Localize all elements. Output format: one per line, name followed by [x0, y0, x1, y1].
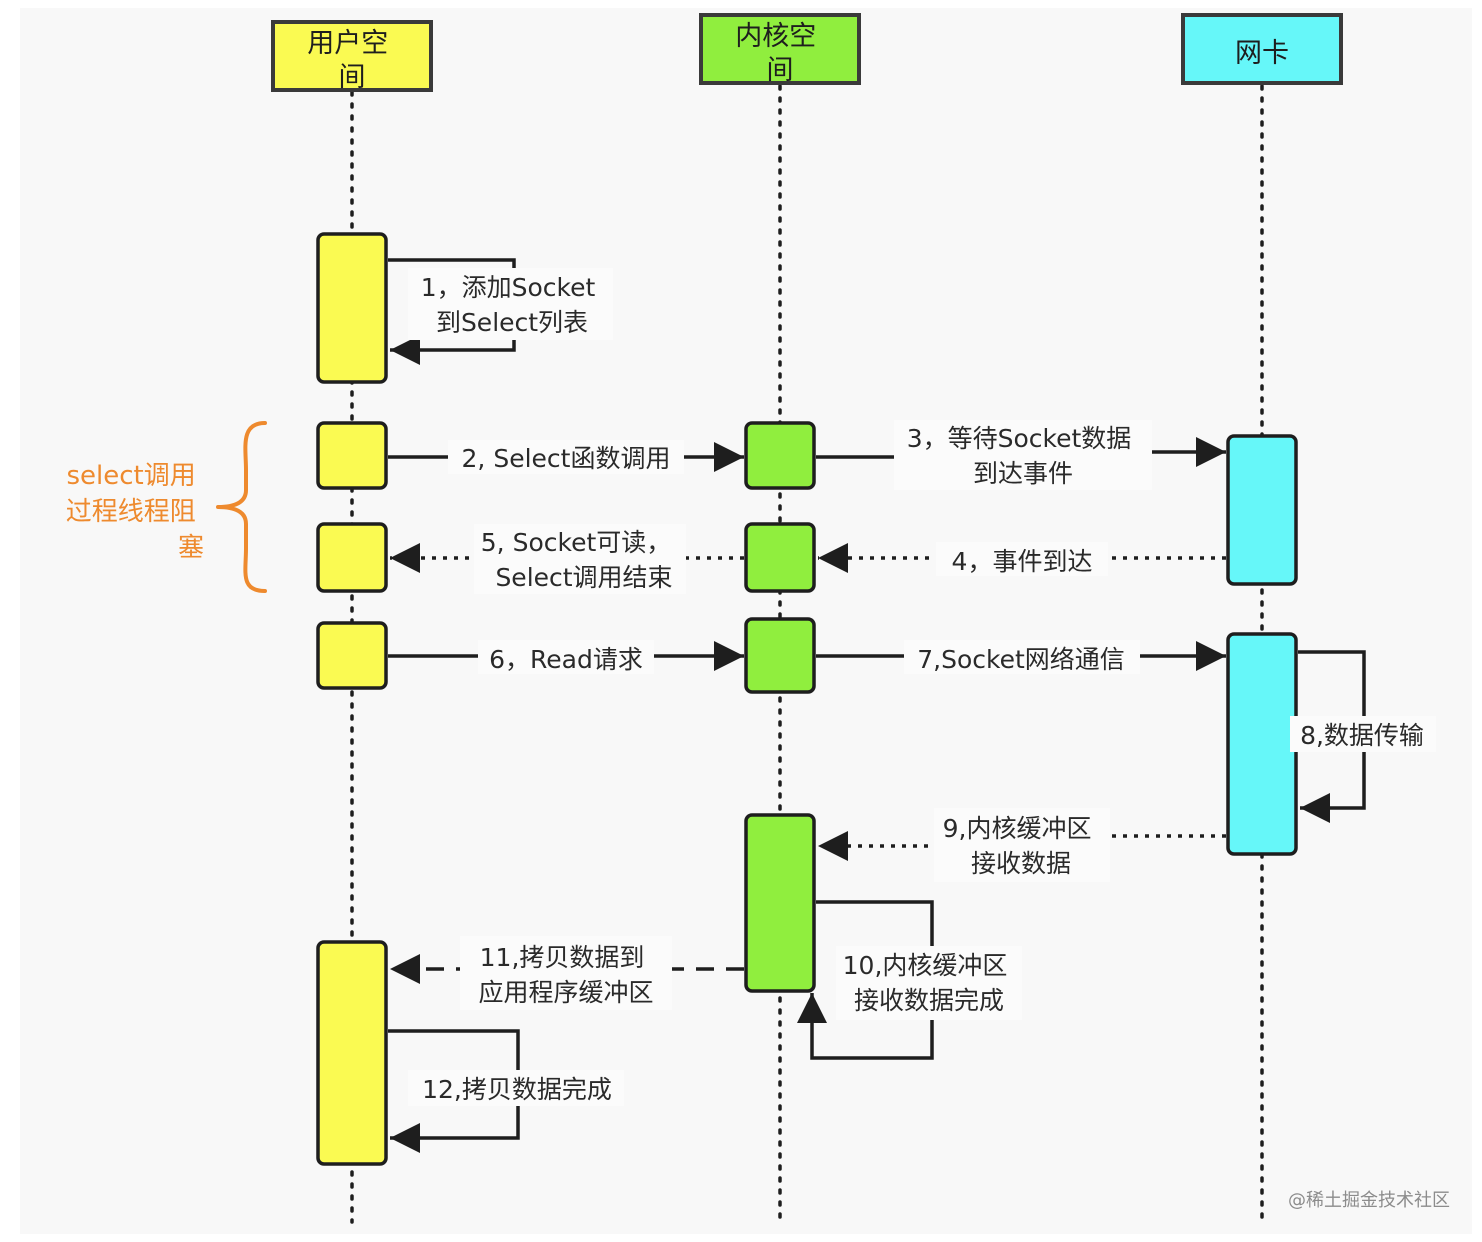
message-1-label-line: 1，添加Socket: [421, 273, 596, 302]
message-12-label: 12,拷贝数据完成: [422, 1075, 612, 1104]
participant-user-label-line: 用户空: [307, 28, 388, 59]
message-11: 11,拷贝数据到 应用程序缓冲区: [390, 936, 744, 1010]
activation-user: [316, 621, 388, 690]
message-3-label-line: 到达事件: [973, 459, 1073, 488]
participant-nic-label: 网卡: [1235, 38, 1289, 69]
activation-user: [316, 232, 388, 384]
message-10-label-line: 10,内核缓冲区: [843, 951, 1008, 980]
message-3-label-bg: [894, 420, 1152, 490]
blocking-annotation-line: 过程线程阻: [66, 497, 196, 527]
message-11-label-line: 11,拷贝数据到: [480, 943, 645, 972]
participant-kernel-label-line: 内核空: [735, 21, 816, 52]
activation-nic: [1226, 632, 1298, 856]
message-3-label-line: 3，等待Socket数据: [907, 424, 1132, 453]
message-1-label-line: 到Select列表: [436, 308, 588, 337]
message-9-label-bg: [934, 808, 1110, 882]
participant-kernel-label: 内核空 间: [735, 21, 825, 86]
message-4-label-bg: [936, 542, 1108, 576]
message-3-label: 3，等待Socket数据 到达事件: [907, 424, 1140, 488]
participant-user-label-line: 间: [339, 62, 366, 93]
blocking-annotation-line: 塞: [178, 533, 204, 563]
message-10-label-line: 接收数据完成: [854, 986, 1004, 1015]
activation-user: [316, 940, 388, 1166]
activations: [316, 232, 1298, 1166]
participant-nic-label-line: 网卡: [1235, 38, 1289, 69]
message-5-label-bg: [474, 524, 686, 594]
message-7: 7,Socket网络通信: [816, 640, 1226, 674]
message-11-label-bg: [460, 936, 672, 1010]
message-8-label: 8,数据传输: [1300, 721, 1424, 750]
blocking-annotation-label: select调用 过程线程阻 塞: [66, 461, 204, 563]
message-12: 12,拷贝数据完成: [388, 1029, 624, 1153]
participant-user-label: 用户空 间: [307, 28, 397, 93]
message-1-label-bg: [408, 268, 613, 340]
activation-user: [316, 522, 388, 593]
message-6: 6，Read请求: [388, 640, 744, 674]
blocking-annotation-line: select调用: [66, 461, 195, 491]
participant-user-box: [271, 20, 433, 92]
message-9: 9,内核缓冲区 接收数据: [818, 808, 1226, 882]
message-2-label-line: 2, Select函数调用: [462, 444, 671, 473]
message-11-label-line: 应用程序缓冲区: [478, 978, 653, 1007]
message-6-label-line: 6，Read请求: [489, 645, 643, 674]
watermark: @稀土掘金技术社区: [1288, 1190, 1450, 1211]
activation-kernel: [744, 617, 816, 694]
participant-kernel-box: [699, 13, 861, 85]
activation-user: [316, 421, 388, 490]
activation-nic: [1226, 434, 1298, 586]
message-8-label-line: 8,数据传输: [1300, 721, 1424, 750]
message-9-label-line: 接收数据: [971, 849, 1071, 878]
message-4-label-line: 4，事件到达: [952, 547, 1093, 576]
message-11-label: 11,拷贝数据到 应用程序缓冲区: [478, 943, 653, 1007]
message-5-label: 5, Socket可读， Select调用结束: [481, 528, 679, 592]
message-1-label: 1，添加Socket 到Select列表: [421, 273, 604, 337]
message-9-label-line: 9,内核缓冲区: [943, 814, 1092, 843]
message-10-arrow: [797, 900, 934, 1060]
message-10-label-bg: [836, 946, 1022, 1020]
blocking-annotation: select调用 过程线程阻 塞: [66, 421, 267, 593]
message-2: 2, Select函数调用: [388, 440, 744, 474]
participant-nic: 网卡: [1181, 13, 1343, 85]
message-5: 5, Socket可读， Select调用结束: [390, 524, 744, 594]
message-12-label-bg: [408, 1070, 624, 1106]
messages: 1，添加Socket 到Select列表 2, Select函数调用 3，等待S…: [388, 258, 1436, 1153]
message-8: 8,数据传输: [1290, 650, 1436, 823]
activation-kernel: [744, 813, 816, 993]
message-4-label: 4，事件到达: [952, 547, 1093, 576]
message-6-label: 6，Read请求: [489, 645, 643, 674]
message-4: 4，事件到达: [818, 542, 1226, 576]
participant-nic-box: [1181, 13, 1343, 85]
message-2-label-bg: [448, 440, 684, 474]
message-9-label: 9,内核缓冲区 接收数据: [943, 814, 1100, 878]
message-1: 1，添加Socket 到Select列表: [388, 258, 613, 365]
participant-kernel-label-line: 间: [767, 55, 794, 86]
message-10: 10,内核缓冲区 接收数据完成: [797, 900, 1022, 1060]
participant-user: 用户空 间: [271, 20, 433, 93]
message-7-label-line: 7,Socket网络通信: [917, 645, 1125, 674]
message-10-label: 10,内核缓冲区 接收数据完成: [843, 951, 1016, 1015]
message-7-label-bg: [904, 640, 1140, 674]
message-6-label-bg: [478, 640, 654, 674]
participant-kernel: 内核空 间: [699, 13, 861, 86]
message-5-label-line: Select调用结束: [495, 563, 672, 592]
message-3: 3，等待Socket数据 到达事件: [816, 420, 1226, 490]
message-12-label-line: 12,拷贝数据完成: [422, 1075, 612, 1104]
message-5-label-line: 5, Socket可读，: [481, 528, 671, 557]
message-2-label: 2, Select函数调用: [462, 444, 671, 473]
activation-kernel: [744, 522, 816, 593]
activation-kernel: [744, 421, 816, 490]
message-8-label-bg: [1290, 716, 1436, 752]
message-7-label: 7,Socket网络通信: [917, 645, 1125, 674]
curly-brace-icon: [216, 421, 267, 593]
